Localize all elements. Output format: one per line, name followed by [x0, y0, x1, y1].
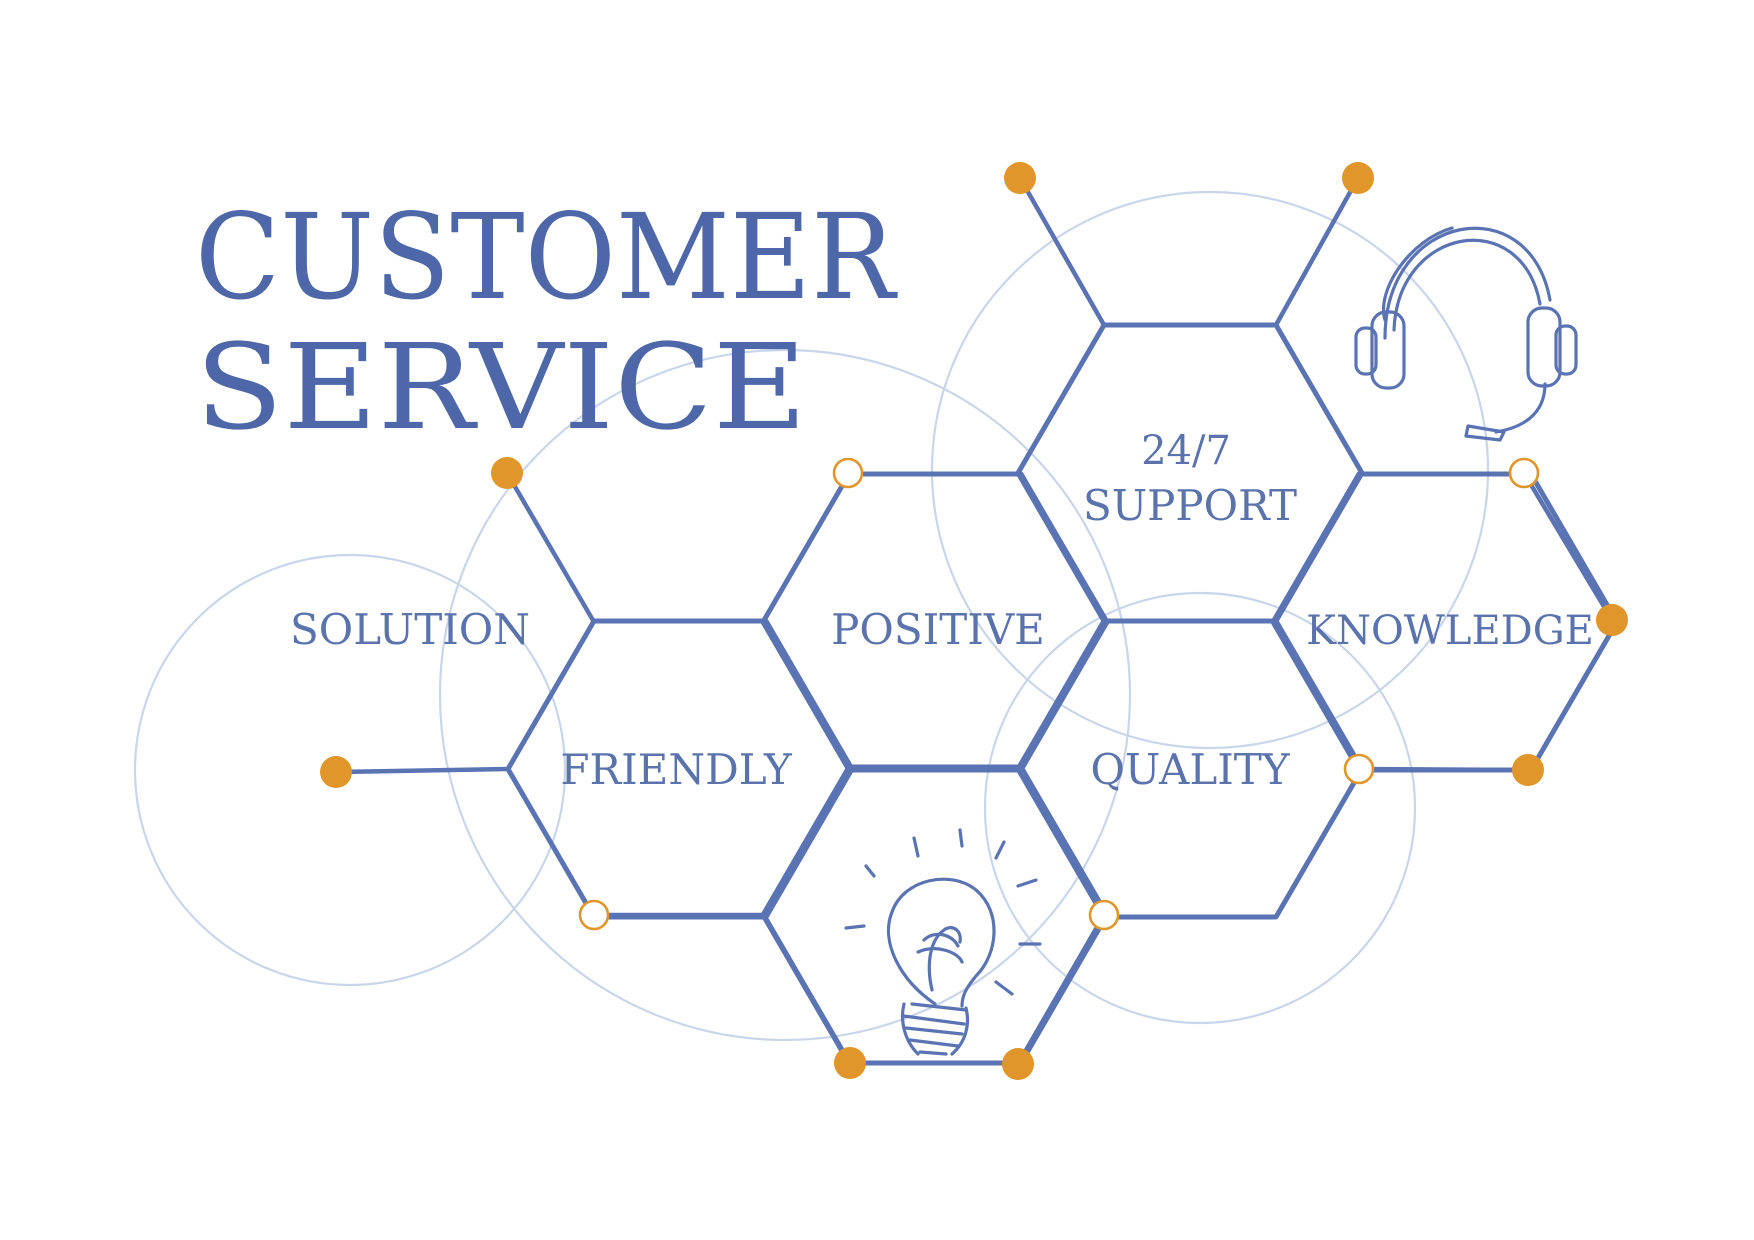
cell-label-support-line2: SUPPORT — [1083, 481, 1297, 530]
title-line-1: CUSTOMER — [195, 188, 898, 326]
background-ring-2 — [438, 348, 1132, 1042]
background-ring-4 — [983, 591, 1417, 1025]
node-dot-filled-1 — [1004, 162, 1036, 194]
cell-label-knowledge: KNOWLEDGE — [1306, 608, 1594, 654]
node-dot-open-2 — [1508, 457, 1540, 489]
connector-line-11 — [1521, 470, 1615, 623]
cell-label-friendly: FRIENDLY — [560, 745, 793, 794]
node-dot-filled-4 — [1596, 604, 1628, 636]
cell-label-support-line1: 24/7 — [1141, 428, 1231, 474]
cell-label-positive: POSITIVE — [831, 605, 1045, 654]
node-dot-filled-8 — [1002, 1048, 1034, 1080]
background-ring-3 — [930, 190, 1490, 750]
background-ring-1 — [133, 553, 567, 987]
node-dot-open-1 — [832, 457, 864, 489]
connector-line-2 — [1273, 175, 1361, 328]
headset-icon — [1354, 226, 1578, 442]
title-line-2: SERVICE — [195, 318, 807, 456]
node-dot-filled-6 — [1512, 754, 1544, 786]
cell-label-solution: SOLUTION — [290, 605, 530, 654]
connector-line-5 — [504, 470, 597, 625]
connector-line-4 — [333, 766, 511, 775]
node-dot-filled-7 — [834, 1047, 866, 1079]
node-dot-filled-3 — [491, 457, 523, 489]
node-dot-filled-2 — [1342, 162, 1374, 194]
connector-line-1 — [1017, 175, 1107, 328]
cell-label-quality: QUALITY — [1090, 745, 1290, 794]
connector-nodes — [320, 162, 1628, 1080]
lightbulb-icon — [844, 828, 1042, 1056]
node-dot-open-5 — [1343, 753, 1375, 785]
background-rings — [133, 190, 1490, 1042]
node-dot-filled-5 — [320, 756, 352, 788]
node-dot-open-4 — [1088, 899, 1120, 931]
node-dot-open-3 — [578, 899, 610, 931]
